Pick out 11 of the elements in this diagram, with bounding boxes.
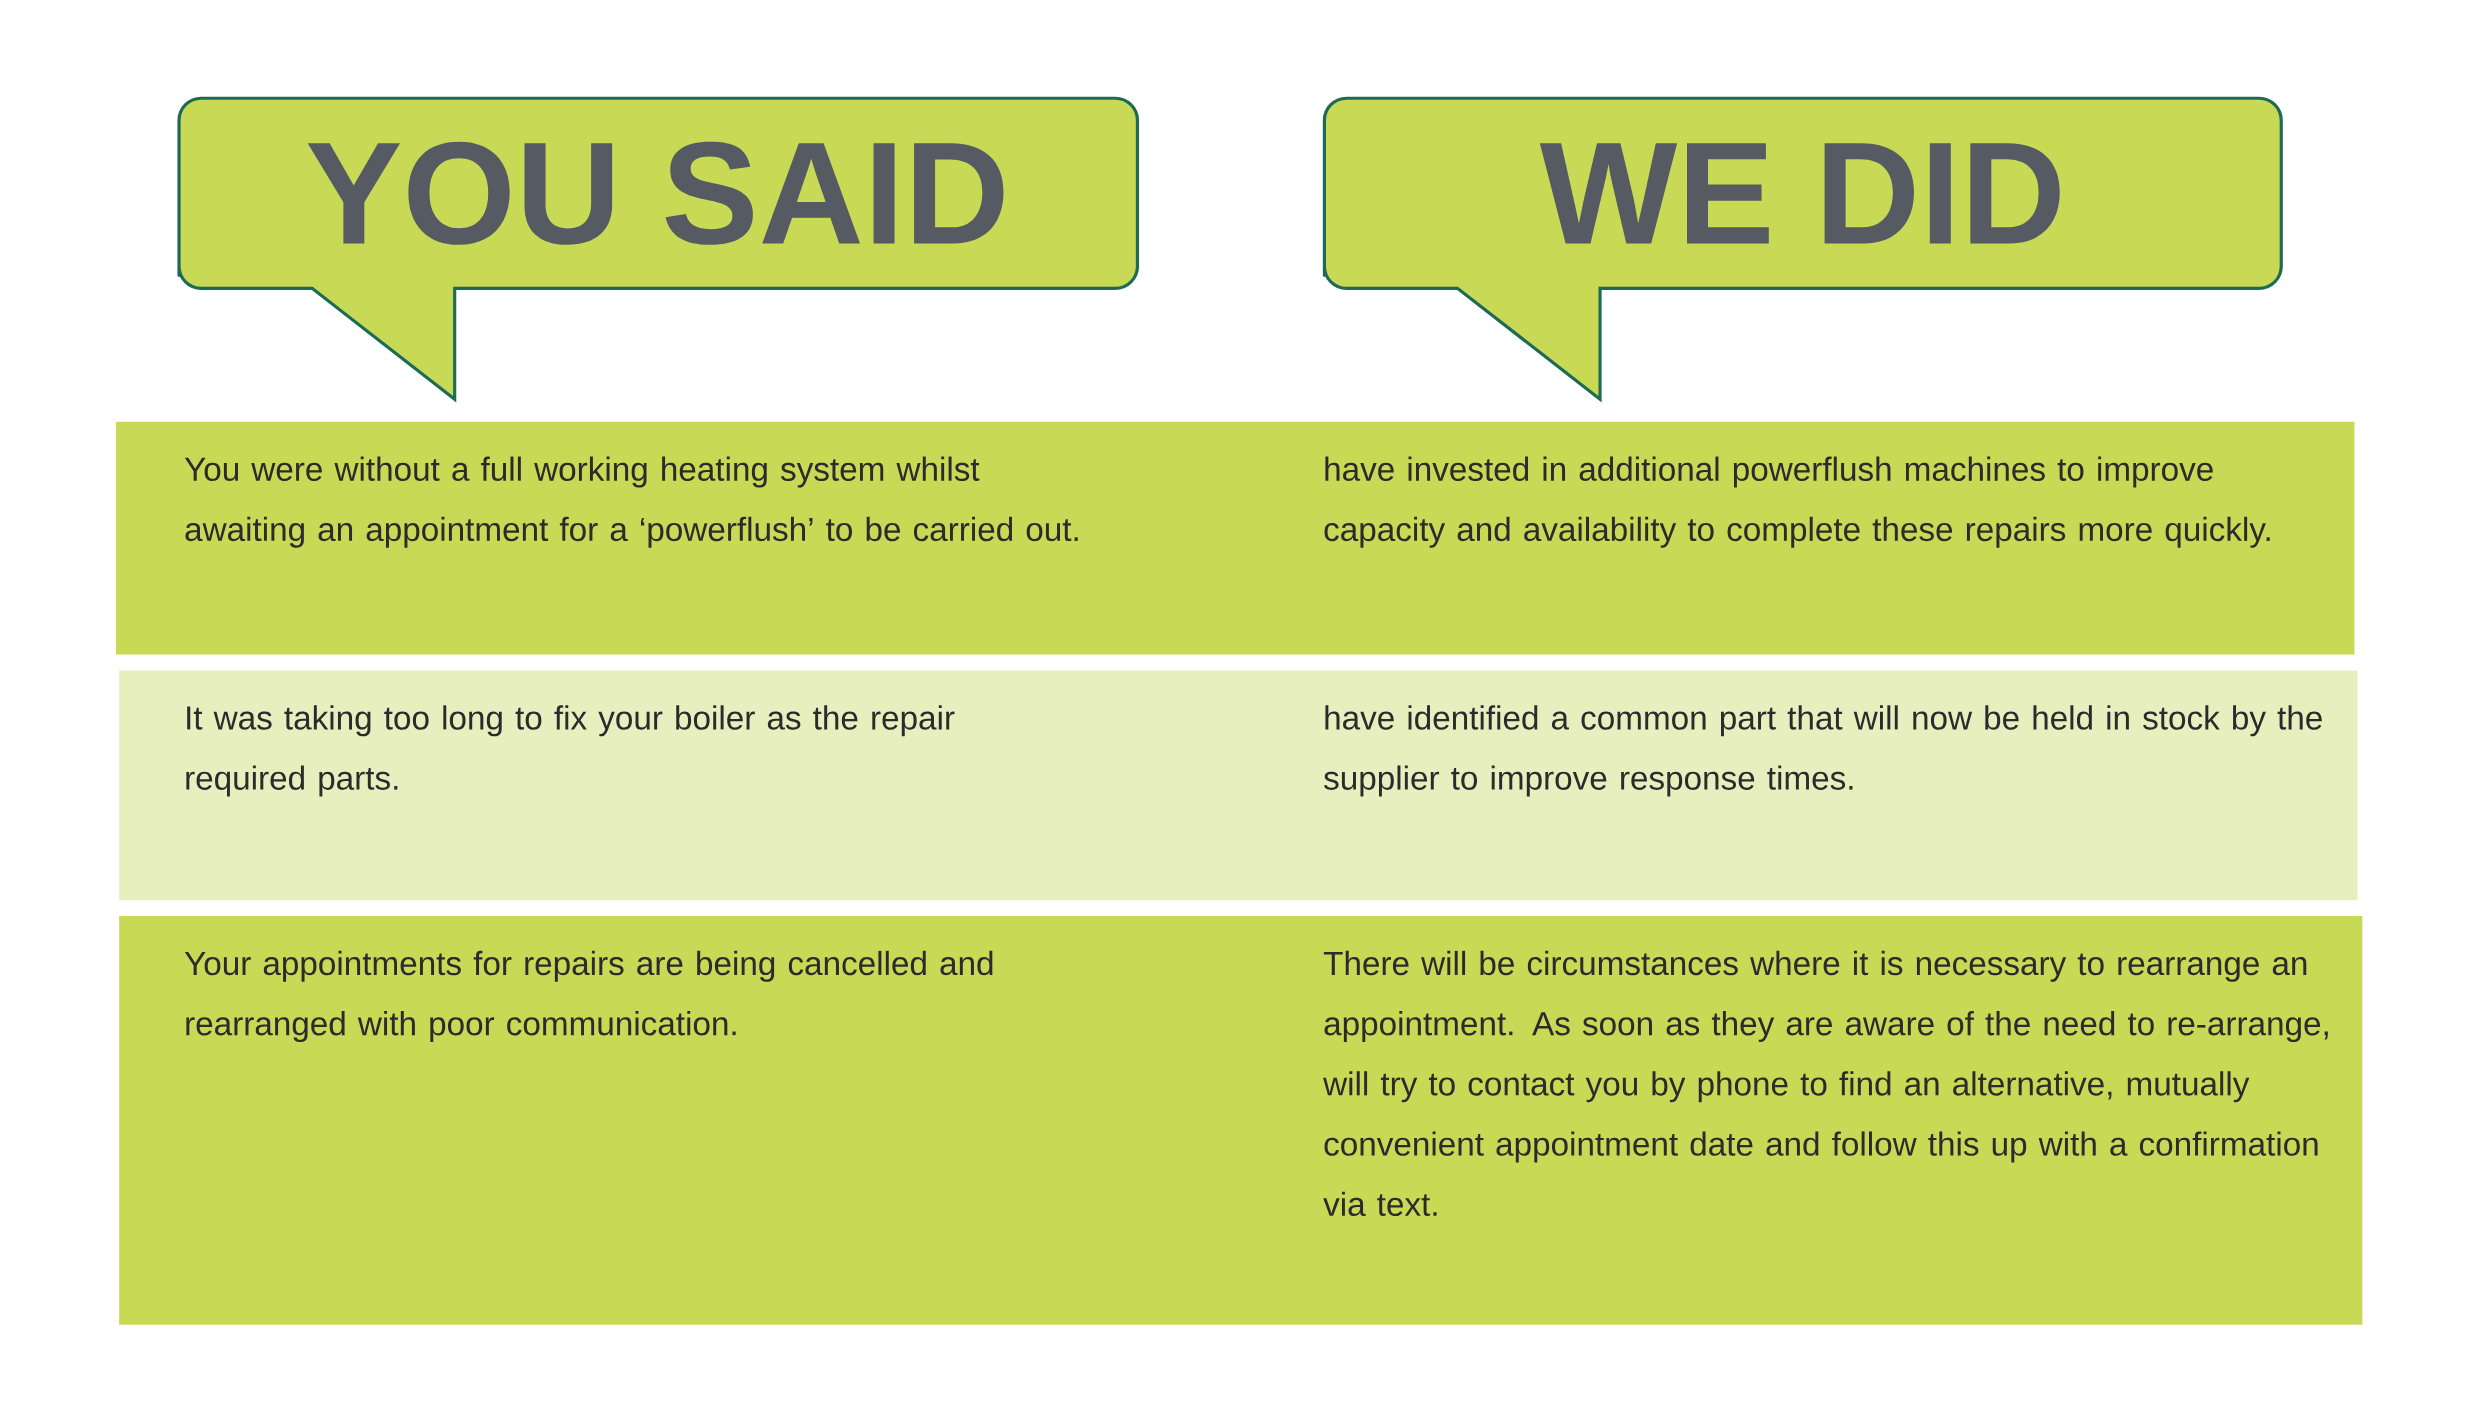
table-row — [115, 421, 2355, 655]
comment-text: It was taking too long to fix your boiler as the repair required parts. — [186, 705, 955, 797]
speech-bubble: YOU SAID — [177, 96, 1140, 401]
table-row — [119, 670, 2358, 900]
response-text: have identified a common part that will now be held in stock by the supplier to improve response times. — [1324, 705, 2322, 797]
speech-bubble: WE DID — [1322, 96, 2283, 401]
response-text: have invested in additional powerflush machines to improve capacity and availability to complete these repairs more quickly. — [1324, 456, 2270, 548]
response-text: There will be circumstances where it is necessary to rearrange an appointment. As soon as they are aware of the need to re-arrange, will try to contact you by phone to find an alternative, mutually convenient appointment date and follow this up with a confirmation via text. — [1323, 950, 2328, 1216]
table-row — [119, 915, 2363, 1325]
comment-text: Your appointments for repairs are being cancelled and rearranged with poor communication. — [184, 950, 993, 1042]
comment-text: You were without a full working heating system whilst awaiting an appointment for a ‘powerflush’ to be carried out. — [184, 456, 1078, 548]
